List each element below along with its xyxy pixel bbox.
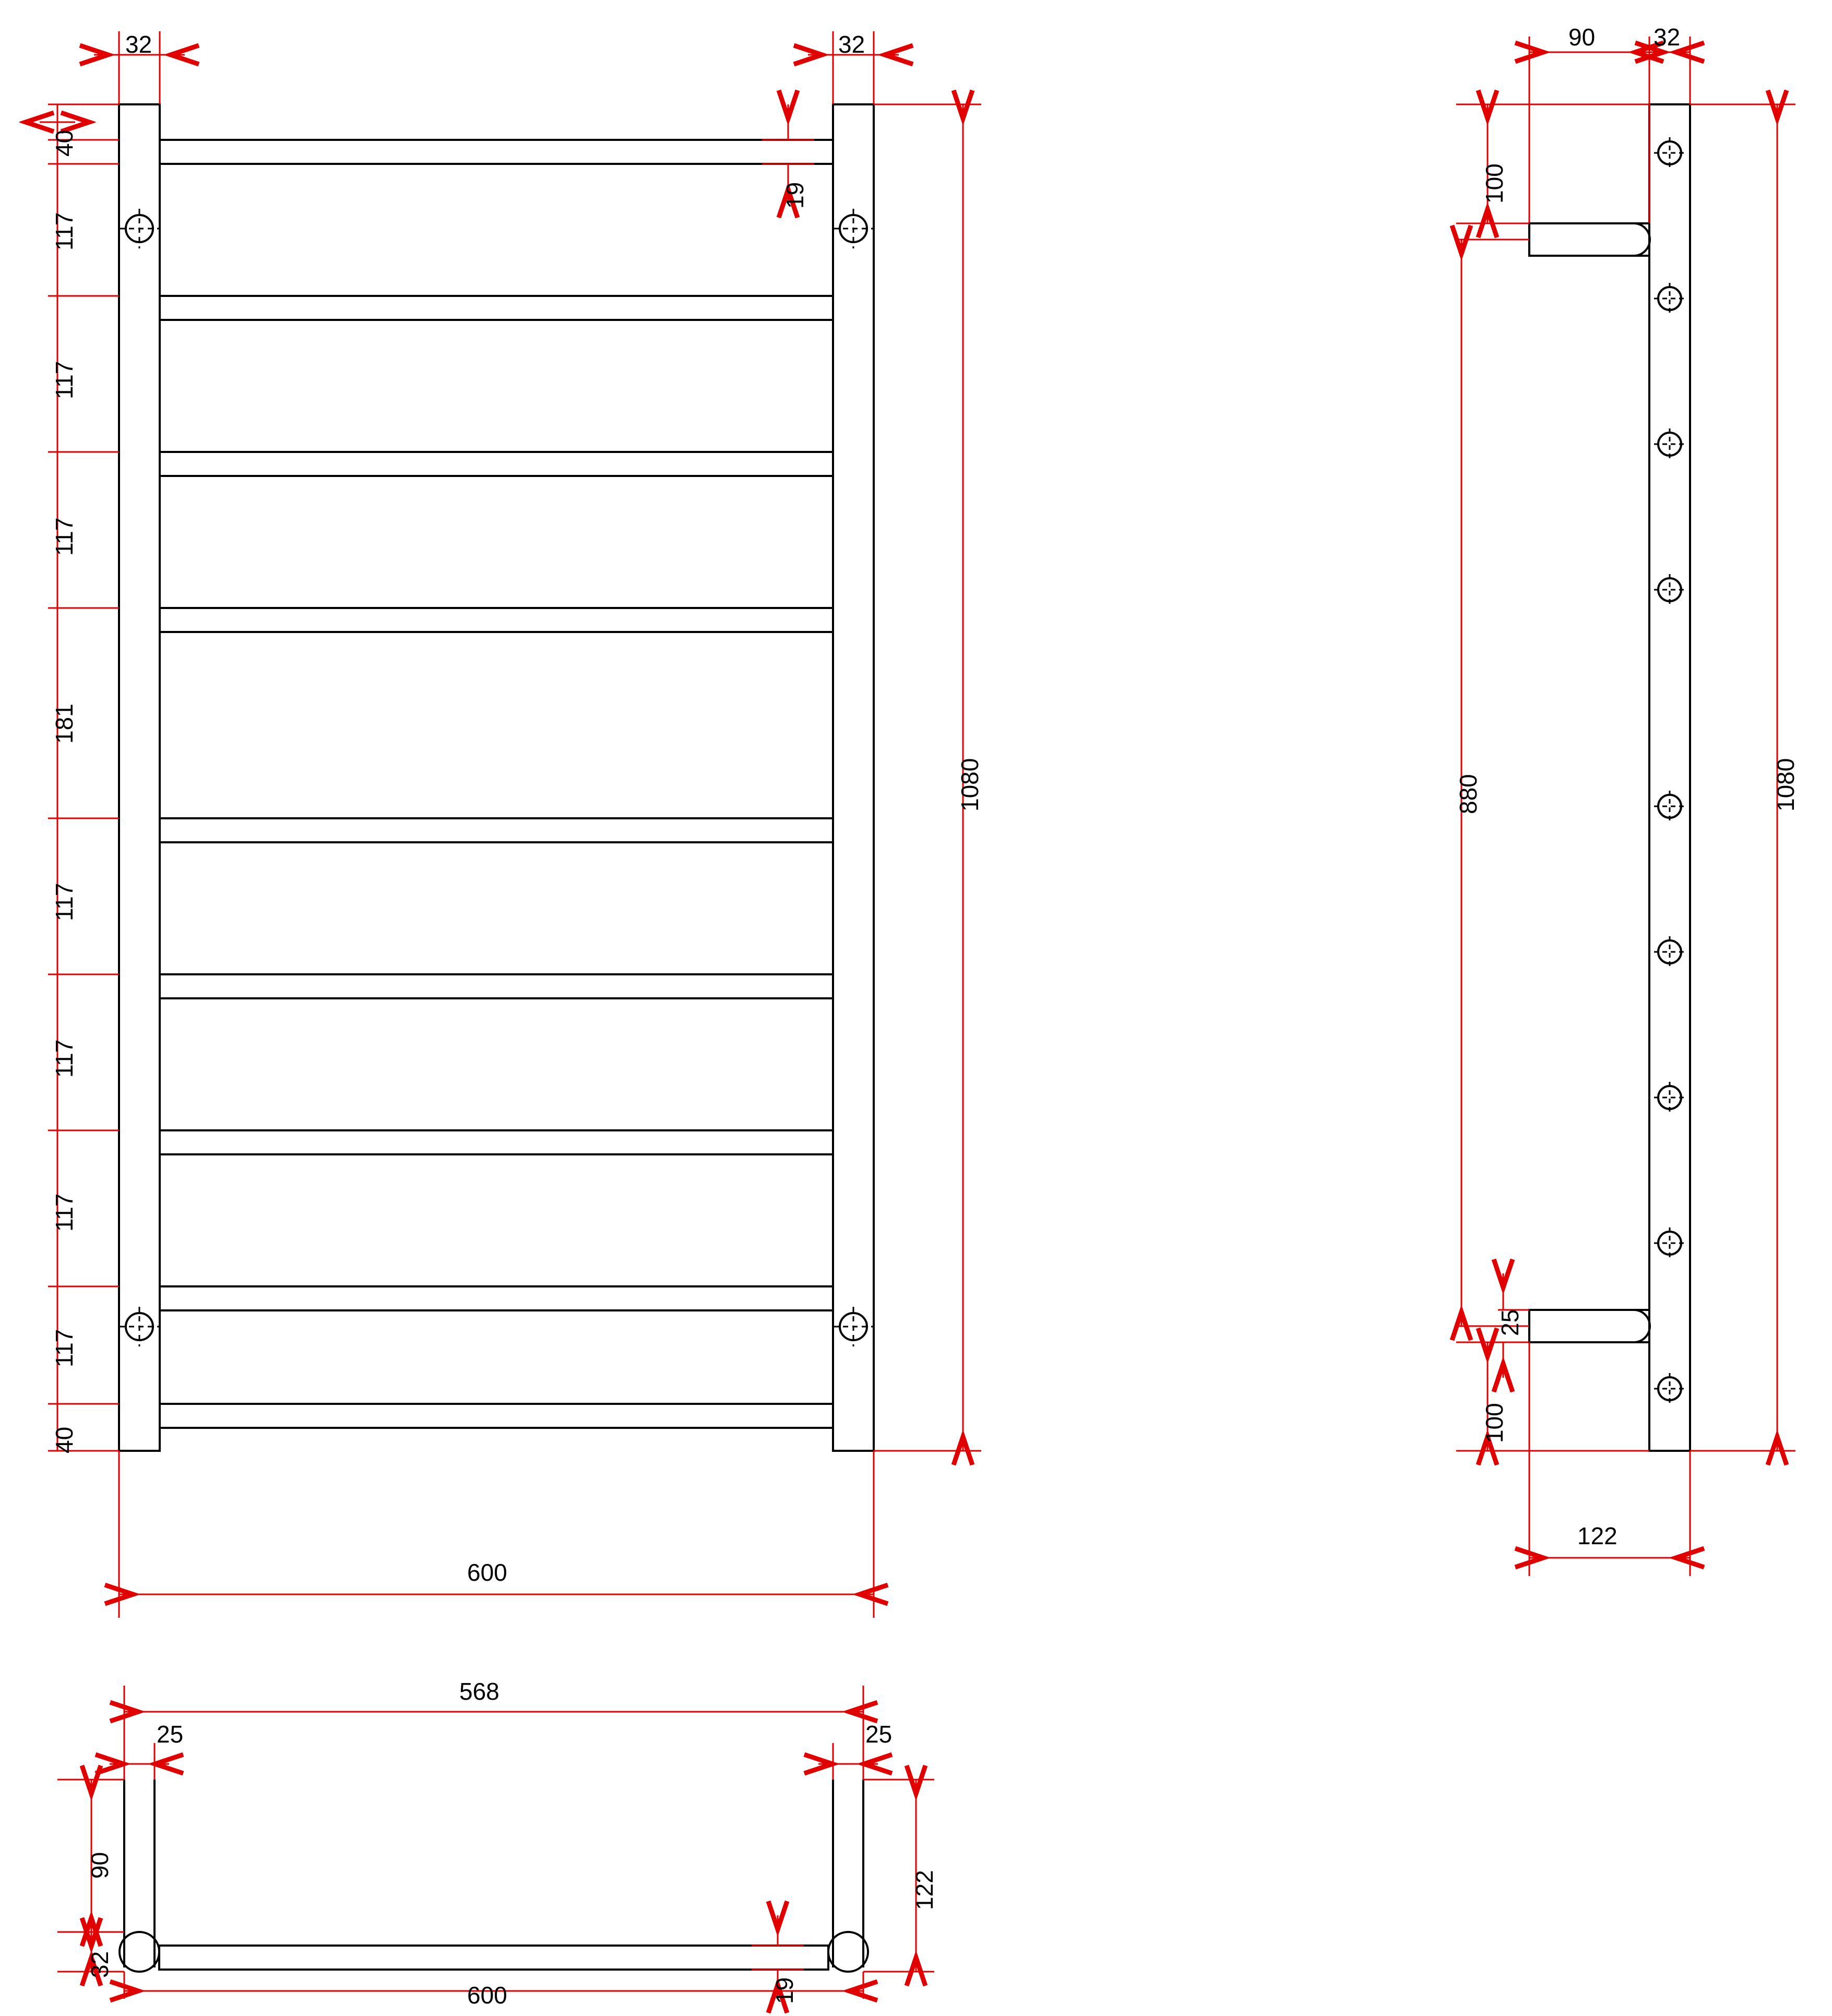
front-dim-stack-1: 117 xyxy=(51,212,78,250)
front-dim-stack-6: 117 xyxy=(51,1039,78,1078)
plan-dim-post-size: 32 xyxy=(86,1951,113,1978)
side-dim-projection: 122 xyxy=(1577,1522,1617,1549)
front-dim-bar-thickness: 19 xyxy=(781,182,808,209)
front-dim-post-right: 32 xyxy=(838,31,865,58)
side-dim-centres: 880 xyxy=(1455,774,1482,814)
side-dim-post-depth: 32 xyxy=(1653,23,1681,51)
plan-view-geometry xyxy=(118,1780,869,1973)
plan-dim-left-offset: 25 xyxy=(157,1721,184,1748)
plan-view-dimensions xyxy=(57,1686,934,1999)
side-view-geometry xyxy=(1528,103,1691,1452)
plan-dim-overall-width: 600 xyxy=(467,1982,507,2009)
front-dim-stack-9: 40 xyxy=(51,1426,78,1453)
plan-dim-projection: 122 xyxy=(911,1870,938,1910)
front-dim-stack-7: 117 xyxy=(51,1193,78,1232)
front-dim-overall-height: 1080 xyxy=(956,758,983,812)
side-dim-bracket-thickness: 25 xyxy=(1496,1309,1524,1336)
front-dim-stack-2: 117 xyxy=(51,361,78,399)
plan-dim-bar-thickness: 19 xyxy=(771,1977,798,2004)
side-dim-bottom-offset: 100 xyxy=(1481,1403,1508,1443)
side-view-dimensions xyxy=(1456,37,1795,1576)
plan-dim-right-offset: 25 xyxy=(865,1721,893,1748)
side-dim-overall-height: 1080 xyxy=(1772,758,1799,812)
front-view-dimensions xyxy=(40,31,981,1618)
plan-dim-inner-width: 568 xyxy=(459,1678,499,1705)
side-dim-plate-width: 90 xyxy=(1568,23,1596,51)
front-dim-stack-0: 40 xyxy=(51,129,78,157)
plan-dim-plate-depth: 90 xyxy=(86,1852,113,1879)
front-dim-stack-3: 117 xyxy=(51,517,78,556)
front-dim-stack-4: 181 xyxy=(51,703,78,744)
front-dim-stack-5: 117 xyxy=(51,882,78,921)
front-view-geometry xyxy=(118,103,875,1452)
side-dim-top-offset: 100 xyxy=(1481,163,1508,204)
front-dim-post-left: 32 xyxy=(125,31,152,58)
front-dim-overall-width: 600 xyxy=(467,1559,507,1586)
front-dim-stack-8: 117 xyxy=(51,1329,78,1367)
